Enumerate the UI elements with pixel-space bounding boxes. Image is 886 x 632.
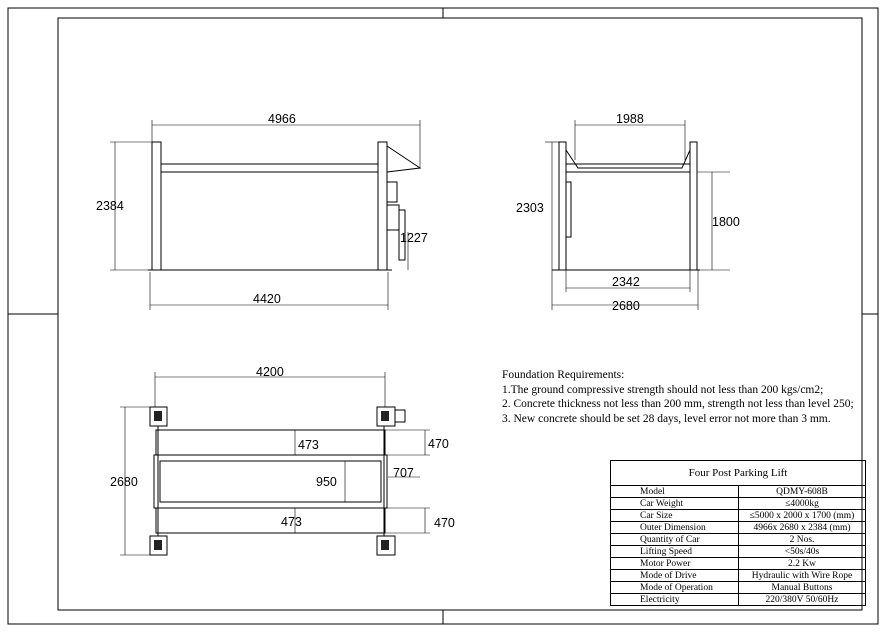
dim-side-height: 2303 bbox=[516, 201, 544, 215]
spec-key: Mode of Operation bbox=[610, 581, 739, 594]
spec-value: QDMY-608B bbox=[738, 485, 866, 498]
spec-key: Quantity of Car bbox=[610, 533, 739, 546]
dim-height: 2384 bbox=[96, 199, 124, 213]
dim-power-unit-height: 1227 bbox=[400, 231, 428, 245]
dim-platform-width: 1988 bbox=[616, 112, 644, 126]
spec-value: ≤4000kg bbox=[738, 497, 866, 510]
spec-key: Car Size bbox=[610, 509, 739, 522]
dim-lift-height: 1800 bbox=[712, 215, 740, 229]
dim-runway-bottom: 473 bbox=[281, 515, 302, 529]
dim-post-span: 4420 bbox=[253, 292, 281, 306]
dim-runway-top: 473 bbox=[298, 438, 319, 452]
foundation-item: 2. Concrete thickness not less than 200 … bbox=[502, 398, 854, 410]
foundation-title: Foundation Requirements: bbox=[502, 369, 625, 381]
dim-outer-width: 2680 bbox=[612, 299, 640, 313]
plan-view bbox=[120, 372, 430, 556]
center-marks bbox=[8, 8, 878, 624]
dim-overall-length: 4966 bbox=[268, 112, 296, 126]
spec-key: Model bbox=[610, 485, 739, 498]
table-row: Car Size≤5000 x 2000 x 1700 (mm) bbox=[610, 509, 866, 522]
spec-value: Manual Buttons bbox=[738, 581, 866, 594]
spec-key: Car Weight bbox=[610, 497, 739, 510]
spec-value: 220/380V 50/60Hz bbox=[738, 593, 866, 606]
spec-value: ≤5000 x 2000 x 1700 (mm) bbox=[738, 509, 866, 522]
spec-key: Lifting Speed bbox=[610, 545, 739, 558]
spec-value: 2 Nos. bbox=[738, 533, 866, 546]
dim-runway-width-bottom: 470 bbox=[434, 516, 455, 530]
table-row: Lifting Speed<50s/40s bbox=[610, 545, 866, 558]
spec-value: Hydraulic with Wire Rope bbox=[738, 569, 866, 582]
dim-runway-width-top: 470 bbox=[428, 437, 449, 451]
front-view bbox=[110, 120, 422, 310]
spec-value: <50s/40s bbox=[738, 545, 866, 558]
spec-table-title: Four Post Parking Lift bbox=[610, 460, 866, 486]
spec-key: Motor Power bbox=[610, 557, 739, 570]
dim-plan-length: 4200 bbox=[256, 365, 284, 379]
spec-key: Outer Dimension bbox=[610, 521, 739, 534]
dim-offset: 707 bbox=[393, 466, 414, 480]
table-row: Car Weight≤4000kg bbox=[610, 497, 866, 510]
foundation-item: 3. New concrete should be set 28 days, l… bbox=[502, 412, 831, 425]
dim-plan-width: 2680 bbox=[110, 475, 138, 489]
spec-key: Mode of Drive bbox=[610, 569, 739, 582]
foundation-requirements: Foundation Requirements: 1.The ground co… bbox=[502, 368, 854, 426]
foundation-item: 1.The ground compressive strength should… bbox=[502, 383, 824, 396]
dim-gap: 950 bbox=[316, 475, 337, 489]
spec-value: 2.2 Kw bbox=[738, 557, 866, 570]
side-view bbox=[545, 120, 730, 310]
spec-key: Electricity bbox=[610, 593, 739, 606]
spec-value: 4966x 2680 x 2384 (mm) bbox=[738, 521, 866, 534]
dim-inner-width: 2342 bbox=[612, 275, 640, 289]
